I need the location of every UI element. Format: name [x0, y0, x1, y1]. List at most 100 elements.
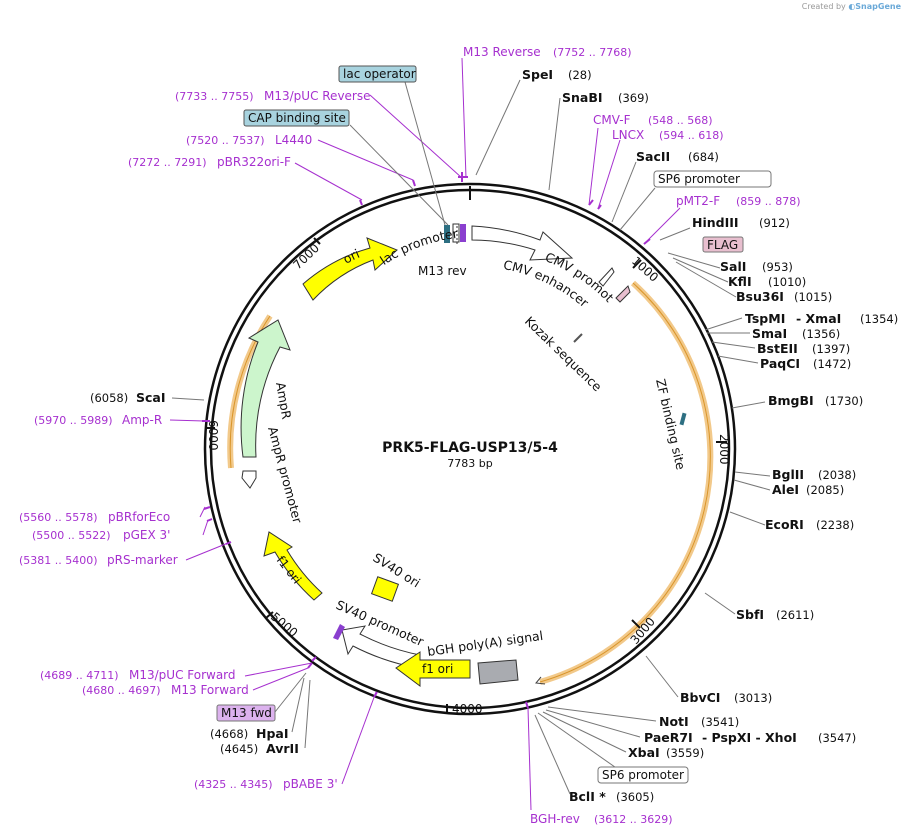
ampr-promoter-label: AmpR promoter — [265, 425, 305, 526]
enzyme-pos: (2085) — [806, 483, 844, 497]
usp13-cds-arc — [539, 280, 714, 685]
primer-range: (7733 .. 7755) — [175, 90, 254, 103]
primer-range: (7752 .. 7768) — [553, 46, 632, 59]
enzyme-pos: (1356) — [802, 327, 840, 341]
enzyme-pos: (3541) — [701, 715, 739, 729]
primer-name: M13/pUC Forward — [129, 668, 236, 682]
enzyme-name: TspMI — [745, 311, 785, 326]
enzyme-name: SnaBI — [562, 90, 603, 105]
primer-name: pGEX 3' — [123, 528, 170, 542]
enzyme-pos: (3605) — [616, 790, 654, 804]
bgh-box — [477, 659, 519, 685]
m13-rev-label: M13 rev — [418, 264, 467, 278]
primer-range: (594 .. 618) — [659, 129, 724, 142]
tick-6000: 6000 — [206, 420, 220, 451]
sv40-ori-box — [370, 576, 400, 602]
sp6-promoter-top-box — [653, 170, 772, 188]
leader-lines — [169, 57, 771, 811]
m13-fwd-box — [216, 704, 276, 722]
primer-name: M13 Reverse — [463, 45, 541, 59]
enzyme-name: SmaI — [752, 326, 787, 341]
primer-name: CMV-F — [593, 113, 631, 127]
enzyme-pos: (1010) — [768, 275, 806, 289]
enzyme-pos: (1472) — [813, 357, 851, 371]
cap-site-label: CAP binding site — [248, 111, 346, 125]
enzyme-pos: (3013) — [734, 691, 772, 705]
enzyme-name: Bsu36I — [736, 289, 784, 304]
bgh-label: bGH poly(A) signal — [426, 628, 544, 659]
enzyme-name: BstEII — [757, 341, 798, 356]
lac-operator-box — [338, 65, 417, 83]
cap-site-mark — [444, 225, 450, 243]
primer-name: L4440 — [275, 133, 312, 147]
enzyme-name: PaeR7I — [644, 730, 693, 745]
enzyme-name: SalI — [720, 259, 746, 274]
ori-label: ori — [340, 246, 361, 267]
ampr-arrow — [240, 319, 291, 458]
backbone-outer — [203, 182, 737, 716]
credit-prefix: Created by — [801, 2, 846, 11]
snapgene-credit: Created by ◐SnapGene — [802, 2, 901, 11]
credit-brand: SnapGene — [855, 2, 901, 11]
enzyme-pos: (2238) — [816, 518, 854, 532]
enzyme-name: EcoRI — [765, 517, 804, 532]
enzyme-pos: (1730) — [825, 394, 863, 408]
enzyme-pos: (6058) — [90, 391, 128, 405]
primer-range: (5500 .. 5522) — [32, 529, 111, 542]
primer-range: (4325 .. 4345) — [194, 778, 273, 791]
ori-arrow — [302, 237, 398, 301]
enzyme-name: BbvCI — [680, 690, 720, 705]
flag-label: FLAG — [707, 238, 738, 252]
enzyme-pos: (684) — [688, 150, 719, 164]
enzyme-name: BmgBI — [768, 393, 814, 408]
cmv-promoter-arrow — [471, 225, 574, 261]
enzyme-name: BclI * — [569, 789, 606, 804]
primer-range: (4689 .. 4711) — [40, 669, 119, 682]
primer-range: (5381 .. 5400) — [19, 554, 98, 567]
primer-name: pBRforEco — [108, 510, 170, 524]
primer-range: (4680 .. 4697) — [82, 684, 161, 697]
kozak-mark — [573, 333, 583, 343]
enzyme-name: SacII — [636, 149, 670, 164]
enzyme-alias: - PspXI - XhoI — [702, 730, 797, 745]
primer-name: Amp-R — [122, 413, 162, 427]
enzyme-name: KflI — [728, 274, 752, 289]
tick-7000: 7000 — [290, 241, 322, 272]
m13-rev-mark — [460, 224, 466, 242]
enzyme-name: PaqCI — [760, 356, 800, 371]
enzyme-name: XbaI — [628, 745, 660, 760]
enzyme-pos: (3559) — [666, 746, 704, 760]
enzyme-alias: - XmaI — [796, 311, 841, 326]
enzyme-name: SbfI — [736, 607, 764, 622]
plasmid-name: PRK5-FLAG-USP13/5-4 — [382, 440, 558, 456]
tick-marks — [205, 186, 727, 713]
snapgene-logo-icon: ◐ — [848, 2, 856, 11]
enzyme-name: ScaI — [136, 390, 166, 405]
enzyme-pos: (2038) — [818, 468, 856, 482]
flag-box — [702, 236, 744, 253]
enzyme-name: AvrII — [266, 741, 299, 756]
boxed-labels: lac operator CAP binding site SP6 promot… — [216, 65, 772, 784]
cap-site-box — [243, 109, 350, 127]
sp6-promoter-bottom-box — [597, 766, 689, 784]
lac-operator-label: lac operator — [343, 67, 416, 81]
lac-operator-mark — [452, 223, 460, 243]
enzyme-pos: (1354) — [860, 312, 898, 326]
plasmid-length: 7783 bp — [447, 457, 492, 470]
cmv-enhancer-arrow — [598, 267, 615, 287]
f1-ori-left-arrow — [263, 531, 323, 601]
enzyme-pos: (2611) — [776, 608, 814, 622]
enzyme-pos: (1397) — [812, 342, 850, 356]
sp6-promoter-bottom-label: SP6 promoter — [602, 768, 684, 782]
primer-name: pRS-marker — [107, 553, 178, 567]
enzyme-name: BglII — [772, 467, 804, 482]
primer-range: (548 .. 568) — [648, 114, 713, 127]
primer-range: (7520 .. 7537) — [186, 134, 265, 147]
enzyme-pos: (953) — [762, 260, 793, 274]
enzyme-pos: (3547) — [818, 731, 856, 745]
flag-mark — [615, 285, 631, 303]
primer-labels: M13 Reverse (7752 .. 7768) (7733 .. 7755… — [19, 45, 801, 826]
f1-ori-bottom-arrow — [395, 651, 471, 687]
primer-name: pBR322ori-F — [217, 155, 291, 169]
